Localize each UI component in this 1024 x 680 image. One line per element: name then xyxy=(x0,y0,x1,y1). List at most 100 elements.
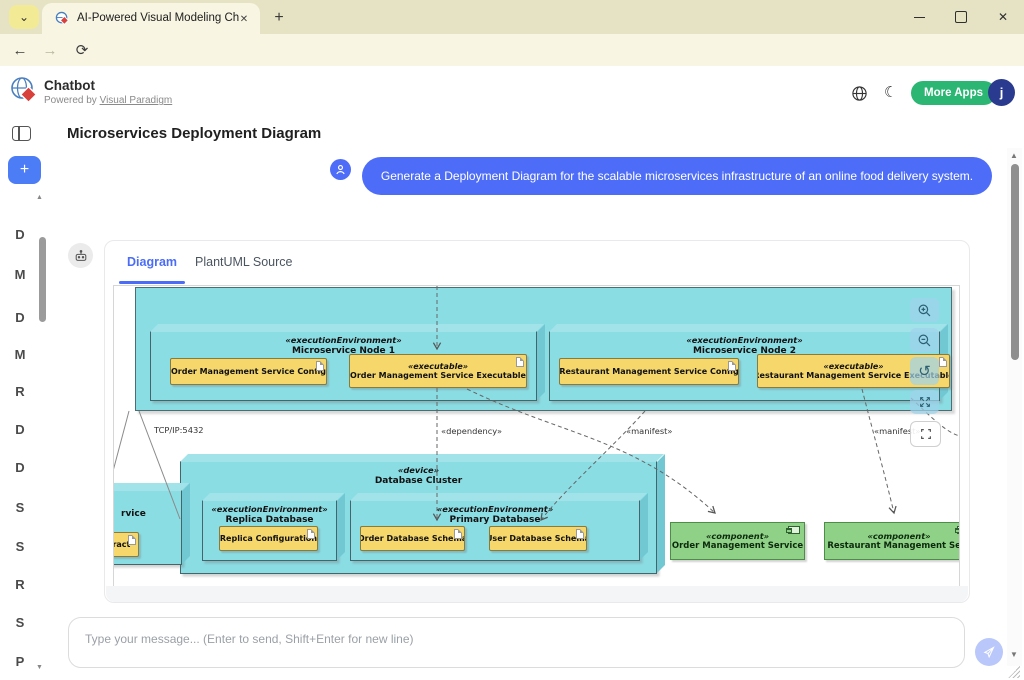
sidebar-item[interactable]: S xyxy=(15,500,25,515)
artifact-restaurant-config: Restaurant Management Service Config xyxy=(559,358,739,385)
browser-tab[interactable]: AI-Powered Visual Modeling Ch ✕ xyxy=(42,3,260,34)
artifact-stereotype: «executable» xyxy=(408,361,468,371)
artifact-file-icon xyxy=(454,529,462,539)
component-icon xyxy=(955,526,959,534)
artifact-restaurant-executable: «executable»Restaurant Management Servic… xyxy=(757,354,950,388)
page-scrollbar[interactable]: ▲ ▼ xyxy=(1007,148,1022,666)
user-message-bubble: Generate a Deployment Diagram for the sc… xyxy=(362,157,992,195)
window-close-button[interactable]: ✕ xyxy=(997,10,1009,24)
back-button[interactable]: ← xyxy=(12,41,28,59)
component-name: Restaurant Management Serv xyxy=(827,540,960,551)
person-icon xyxy=(336,165,345,175)
page-title: Microservices Deployment Diagram xyxy=(67,125,322,142)
artifact-name: User Database Schema xyxy=(489,533,587,543)
node-name-fragment: rvice xyxy=(121,509,146,519)
more-apps-button[interactable]: More Apps xyxy=(911,81,996,105)
artifact-replica-configuration: Replica Configuration xyxy=(219,526,318,551)
artifact-order-config: Order Management Service Config xyxy=(170,358,327,385)
expand-button[interactable] xyxy=(910,390,939,414)
send-button[interactable] xyxy=(975,638,1003,666)
sidebar-item[interactable]: S xyxy=(15,539,25,554)
window-minimize-button[interactable] xyxy=(898,0,940,34)
sidebar-scrollbar-thumb[interactable] xyxy=(39,237,46,322)
artifact-file-icon xyxy=(939,357,947,367)
sidebar-item[interactable]: D xyxy=(15,310,25,325)
artifact-file-icon xyxy=(576,529,584,539)
sidebar-item[interactable]: P xyxy=(15,654,25,669)
artifact-name: Order Database Schema xyxy=(360,533,465,543)
artifact-name: Restaurant Management Service Config xyxy=(559,366,739,376)
window-maximize-button[interactable] xyxy=(940,0,982,34)
expand-arrows-icon xyxy=(919,397,930,407)
vp-favicon-icon xyxy=(55,11,70,26)
powered-by-text: Powered by xyxy=(44,95,100,106)
scroll-down-icon[interactable]: ▼ xyxy=(1010,650,1018,659)
dark-mode-moon-icon[interactable]: ☾ xyxy=(884,84,898,101)
node-stereotype: «executionEnvironment» xyxy=(211,504,328,514)
zoom-in-button[interactable] xyxy=(910,298,939,322)
visual-paradigm-link[interactable]: Visual Paradigm xyxy=(99,95,173,106)
forward-button[interactable]: → xyxy=(42,41,58,59)
node-stereotype: «device» xyxy=(397,465,440,475)
node-name: Primary Database xyxy=(449,514,541,525)
node-stereotype: «executionEnvironment» xyxy=(285,335,402,345)
artifact-name: tract xyxy=(114,539,131,549)
tab-plantuml-source[interactable]: PlantUML Source xyxy=(195,255,293,269)
node-name: Microservice Node 1 xyxy=(291,345,396,356)
fit-view-button[interactable] xyxy=(910,421,941,447)
tab-search-button[interactable]: ⌄ xyxy=(9,5,39,29)
node-stereotype: «executionEnvironment» xyxy=(436,504,554,514)
diagram-viewport[interactable]: «executionEnvironment»Microservice Node … xyxy=(113,285,960,587)
artifact-order-executable: «executable»Order Management Service Exe… xyxy=(349,354,527,388)
app-title: Chatbot xyxy=(44,78,95,93)
main-content: Microservices Deployment Diagram Generat… xyxy=(49,114,1024,680)
sidebar-item[interactable]: D xyxy=(15,460,25,475)
artifact-file-icon xyxy=(728,361,736,371)
reload-button[interactable]: ⟳ xyxy=(75,42,89,59)
component-name: Order Management Service xyxy=(671,540,804,551)
chevron-down-icon: ⌄ xyxy=(18,10,30,24)
sidebar: + D M D M R D D S S R S P ▲ ▼ xyxy=(0,114,50,680)
node-name: Replica Database xyxy=(225,514,314,525)
resize-grip[interactable] xyxy=(1008,666,1020,678)
page-scrollbar-thumb[interactable] xyxy=(1011,164,1019,360)
sidebar-item[interactable]: M xyxy=(14,267,26,282)
artifact-name: Replica Configuration xyxy=(219,533,318,543)
user-avatar[interactable]: j xyxy=(988,79,1015,106)
sidebar-item[interactable]: M xyxy=(14,347,26,362)
sidebar-toggle-icon[interactable] xyxy=(12,126,31,141)
message-input[interactable] xyxy=(69,618,964,667)
sidebar-item[interactable]: S xyxy=(15,615,25,630)
language-globe-icon[interactable] xyxy=(851,85,868,102)
edge-label-dependency: «dependency» xyxy=(441,426,503,436)
artifact-name: Order Management Service Executable xyxy=(350,370,526,380)
new-chat-button[interactable]: + xyxy=(8,156,41,184)
powered-by: Powered by Visual Paradigm xyxy=(44,95,172,106)
edge-label-manifest: «manifest» xyxy=(626,426,673,436)
zoom-in-icon xyxy=(918,304,931,316)
sidebar-scroll-up-icon[interactable]: ▲ xyxy=(36,194,43,201)
sidebar-item[interactable]: D xyxy=(15,422,25,437)
browser-toolbar: ← → ⟳ ai-toolbox.visual-paradigm.com/app… xyxy=(0,34,1024,97)
zoom-out-button[interactable] xyxy=(910,328,939,352)
artifact-name: Order Management Service Config xyxy=(170,366,327,376)
artifact-order-db-schema: Order Database Schema xyxy=(360,526,465,551)
new-tab-button[interactable]: + xyxy=(274,9,284,26)
tab-title: AI-Powered Visual Modeling Ch xyxy=(77,12,240,24)
sidebar-item[interactable]: D xyxy=(15,227,25,242)
sidebar-item[interactable]: R xyxy=(15,384,25,399)
user-message-avatar xyxy=(330,159,351,180)
tab-close-icon[interactable]: ✕ xyxy=(239,13,249,25)
minimize-icon xyxy=(913,16,925,18)
sidebar-item[interactable]: R xyxy=(15,577,25,592)
sidebar-scroll-down-icon[interactable]: ▼ xyxy=(36,664,43,671)
scroll-up-icon[interactable]: ▲ xyxy=(1010,151,1018,160)
send-plane-icon xyxy=(983,646,995,659)
reset-zoom-button[interactable]: ↺ xyxy=(910,357,939,385)
edge-label-manifest: «manifest» xyxy=(874,426,921,436)
tab-diagram[interactable]: Diagram xyxy=(127,255,178,269)
card-footer-strip xyxy=(106,586,968,602)
artifact-file-icon xyxy=(316,361,324,371)
message-input-box[interactable] xyxy=(68,617,965,668)
